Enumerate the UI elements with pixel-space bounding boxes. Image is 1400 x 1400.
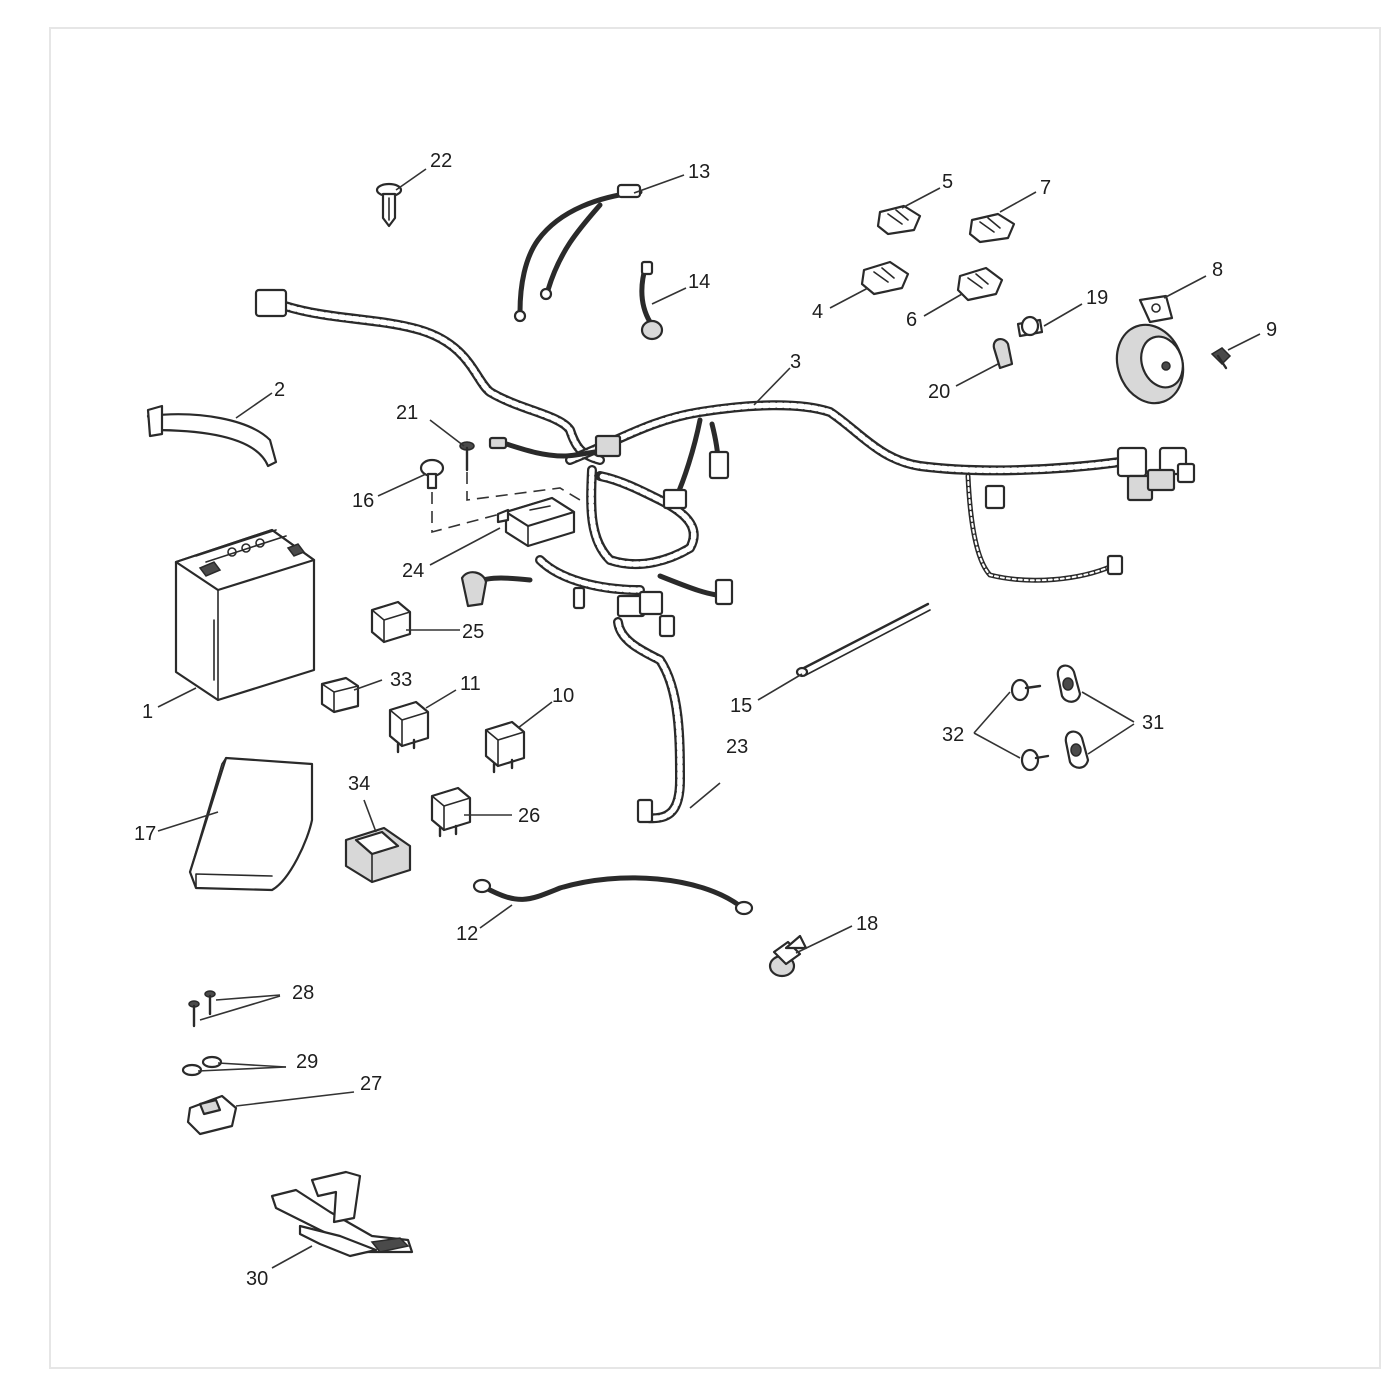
- callout-24: 24: [402, 560, 424, 582]
- diagram-frame: [49, 27, 1381, 1369]
- p-clip-part-a: [1056, 664, 1082, 703]
- battery-cover-part: [188, 756, 314, 892]
- terminal-cover-part: [186, 1094, 238, 1136]
- sub-harness-part: [513, 183, 643, 323]
- grommet-part: [768, 934, 808, 978]
- callout-13: 13: [688, 161, 710, 183]
- callout-20: 20: [928, 381, 950, 403]
- earth-lead-part: [472, 875, 754, 916]
- callout-11: 11: [460, 673, 481, 695]
- screw-part-19: [1016, 315, 1044, 338]
- relay-holder-part: [344, 826, 412, 884]
- control-module-part: [496, 496, 576, 548]
- callout-2: 2: [274, 379, 285, 401]
- callout-12: 12: [456, 923, 478, 945]
- callout-34: 34: [348, 773, 370, 795]
- fitting-line-21: [466, 472, 581, 501]
- callout-29: 29: [296, 1051, 318, 1073]
- sensor-part: [639, 260, 664, 341]
- callout-28: 28: [292, 982, 314, 1004]
- push-rivet-part: [375, 182, 403, 228]
- callout-27: 27: [360, 1073, 382, 1095]
- clip-part-20: [992, 338, 1014, 370]
- callout-8: 8: [1212, 259, 1223, 281]
- callout-7: 7: [1040, 177, 1051, 199]
- bracket-assembly-part: [270, 1170, 414, 1258]
- fuse-part-5: [876, 204, 922, 236]
- callout-labels: 1 2 3 4 5 6 7 8 9 10 11 12 13 14 15 16 1…: [134, 150, 1277, 1290]
- callout-14: 14: [688, 271, 710, 293]
- front-harness-part-23: [613, 614, 685, 824]
- relay-part-33: [320, 676, 360, 714]
- fuse-part-6: [956, 266, 1004, 302]
- battery-part: [174, 528, 316, 702]
- callout-4: 4: [812, 301, 823, 323]
- callout-26: 26: [518, 805, 540, 827]
- callout-22: 22: [430, 150, 452, 172]
- callout-9: 9: [1266, 319, 1277, 341]
- callout-19: 19: [1086, 287, 1108, 309]
- callout-3: 3: [790, 351, 801, 373]
- rivet-part-16: [419, 458, 445, 490]
- callout-18: 18: [856, 913, 878, 935]
- callout-33: 33: [390, 669, 412, 691]
- main-harness-part: [254, 288, 1196, 618]
- bracket-part-2: [146, 404, 278, 468]
- callout-10: 10: [552, 685, 574, 707]
- fuse-part-7: [968, 212, 1016, 244]
- callout-15: 15: [730, 695, 752, 717]
- callout-21: 21: [396, 402, 418, 424]
- callout-17: 17: [134, 823, 156, 845]
- screws-part-28: [188, 990, 216, 1028]
- cable-tie-part: [795, 602, 931, 678]
- callout-23: 23: [726, 736, 748, 758]
- relay-part-26: [430, 786, 472, 838]
- relay-part-25: [370, 600, 412, 644]
- screw-part-21: [459, 441, 475, 472]
- callout-6: 6: [906, 309, 917, 331]
- relay-part-10: [484, 720, 526, 774]
- callout-5: 5: [942, 171, 953, 193]
- bolt-part-9: [1210, 347, 1232, 370]
- p-clip-part-b: [1064, 730, 1090, 769]
- fitting-line-16: [431, 492, 501, 534]
- relay-part-11: [388, 700, 430, 754]
- callout-31: 31: [1142, 712, 1164, 734]
- callout-30: 30: [246, 1268, 268, 1290]
- screw-part-32b: [1020, 748, 1050, 772]
- callout-32: 32: [942, 724, 964, 746]
- callout-25: 25: [462, 621, 484, 643]
- callout-1: 1: [142, 701, 153, 723]
- screw-part-32a: [1010, 678, 1042, 702]
- callout-leaders: [157, 168, 1261, 1269]
- washers-part-29: [181, 1055, 223, 1077]
- horn-part: [1115, 294, 1185, 405]
- callout-16: 16: [352, 490, 374, 512]
- fuse-part-4: [860, 260, 910, 296]
